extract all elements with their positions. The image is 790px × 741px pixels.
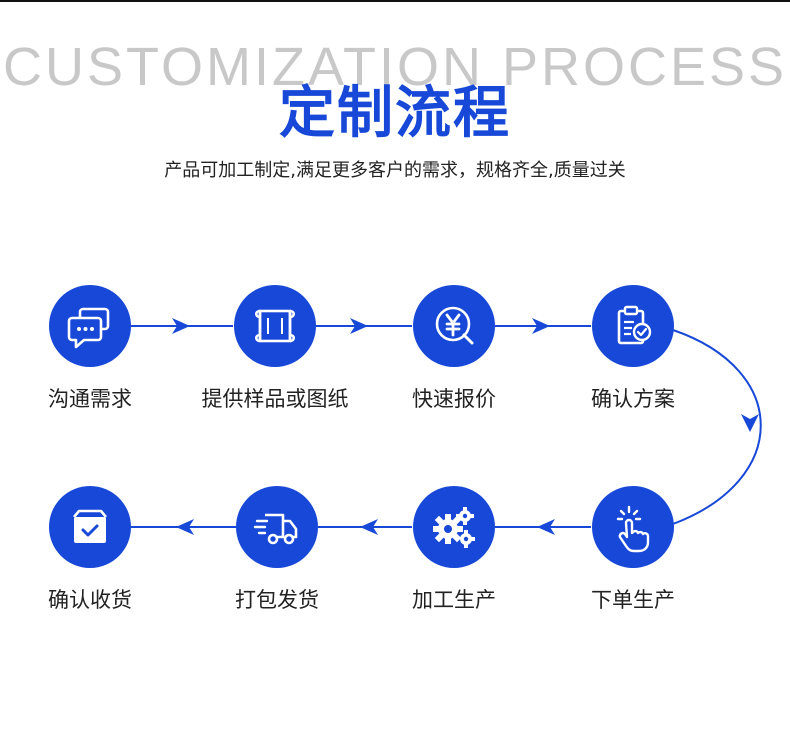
chat-icon xyxy=(67,307,110,349)
step-processing: 加工生产 xyxy=(364,486,544,614)
step-quick-quote: 快速报价 xyxy=(364,285,544,413)
step-label: 快速报价 xyxy=(412,387,496,411)
step-confirm-plan: 确认方案 xyxy=(543,285,723,413)
delivery-truck-icon xyxy=(253,513,298,545)
step-circle xyxy=(413,486,495,568)
step-circle xyxy=(413,285,495,367)
arrow-2-3 xyxy=(350,318,368,334)
step-provide-sample: 提供样品或图纸 xyxy=(185,285,365,413)
step-circle xyxy=(49,486,131,568)
step-circle xyxy=(234,285,316,367)
page-title: 定制流程 xyxy=(279,81,511,146)
step-label: 下单生产 xyxy=(591,588,675,612)
top-border xyxy=(0,0,790,2)
yuan-quote-icon xyxy=(435,306,474,345)
clipboard-check-icon xyxy=(617,305,652,345)
connector-4-5-curve xyxy=(672,329,762,525)
step-label: 确认收货 xyxy=(48,588,132,612)
page-subtitle: 产品可加工制定,满足更多客户的需求，规格齐全,质量过关 xyxy=(164,160,626,181)
step-label: 提供样品或图纸 xyxy=(201,387,349,411)
step-circle xyxy=(49,285,131,367)
arrow-7-8 xyxy=(176,519,194,535)
gears-icon xyxy=(433,507,475,548)
arrow-6-7 xyxy=(360,519,378,535)
receive-box-icon xyxy=(73,509,107,543)
step-label: 加工生产 xyxy=(412,588,496,612)
step-confirm-receipt: 确认收货 xyxy=(0,486,180,614)
tap-hand-icon xyxy=(616,505,650,553)
step-circle xyxy=(236,486,318,568)
drawing-scroll-icon xyxy=(254,309,296,343)
step-place-order: 下单生产 xyxy=(543,486,723,614)
step-label: 确认方案 xyxy=(591,387,675,411)
arrow-5-6 xyxy=(537,519,555,535)
background-english-title: CUSTOMIZATION PROCESS xyxy=(2,37,788,97)
step-pack-ship: 打包发货 xyxy=(187,486,367,614)
step-label: 沟通需求 xyxy=(48,387,132,411)
arrow-3-4 xyxy=(532,318,550,334)
step-label: 打包发货 xyxy=(235,588,319,612)
arrow-4-5 xyxy=(741,414,759,432)
step-circle xyxy=(592,285,674,367)
step-communicate-needs: 沟通需求 xyxy=(0,285,180,413)
step-circle xyxy=(592,486,674,568)
arrow-1-2 xyxy=(172,318,190,334)
